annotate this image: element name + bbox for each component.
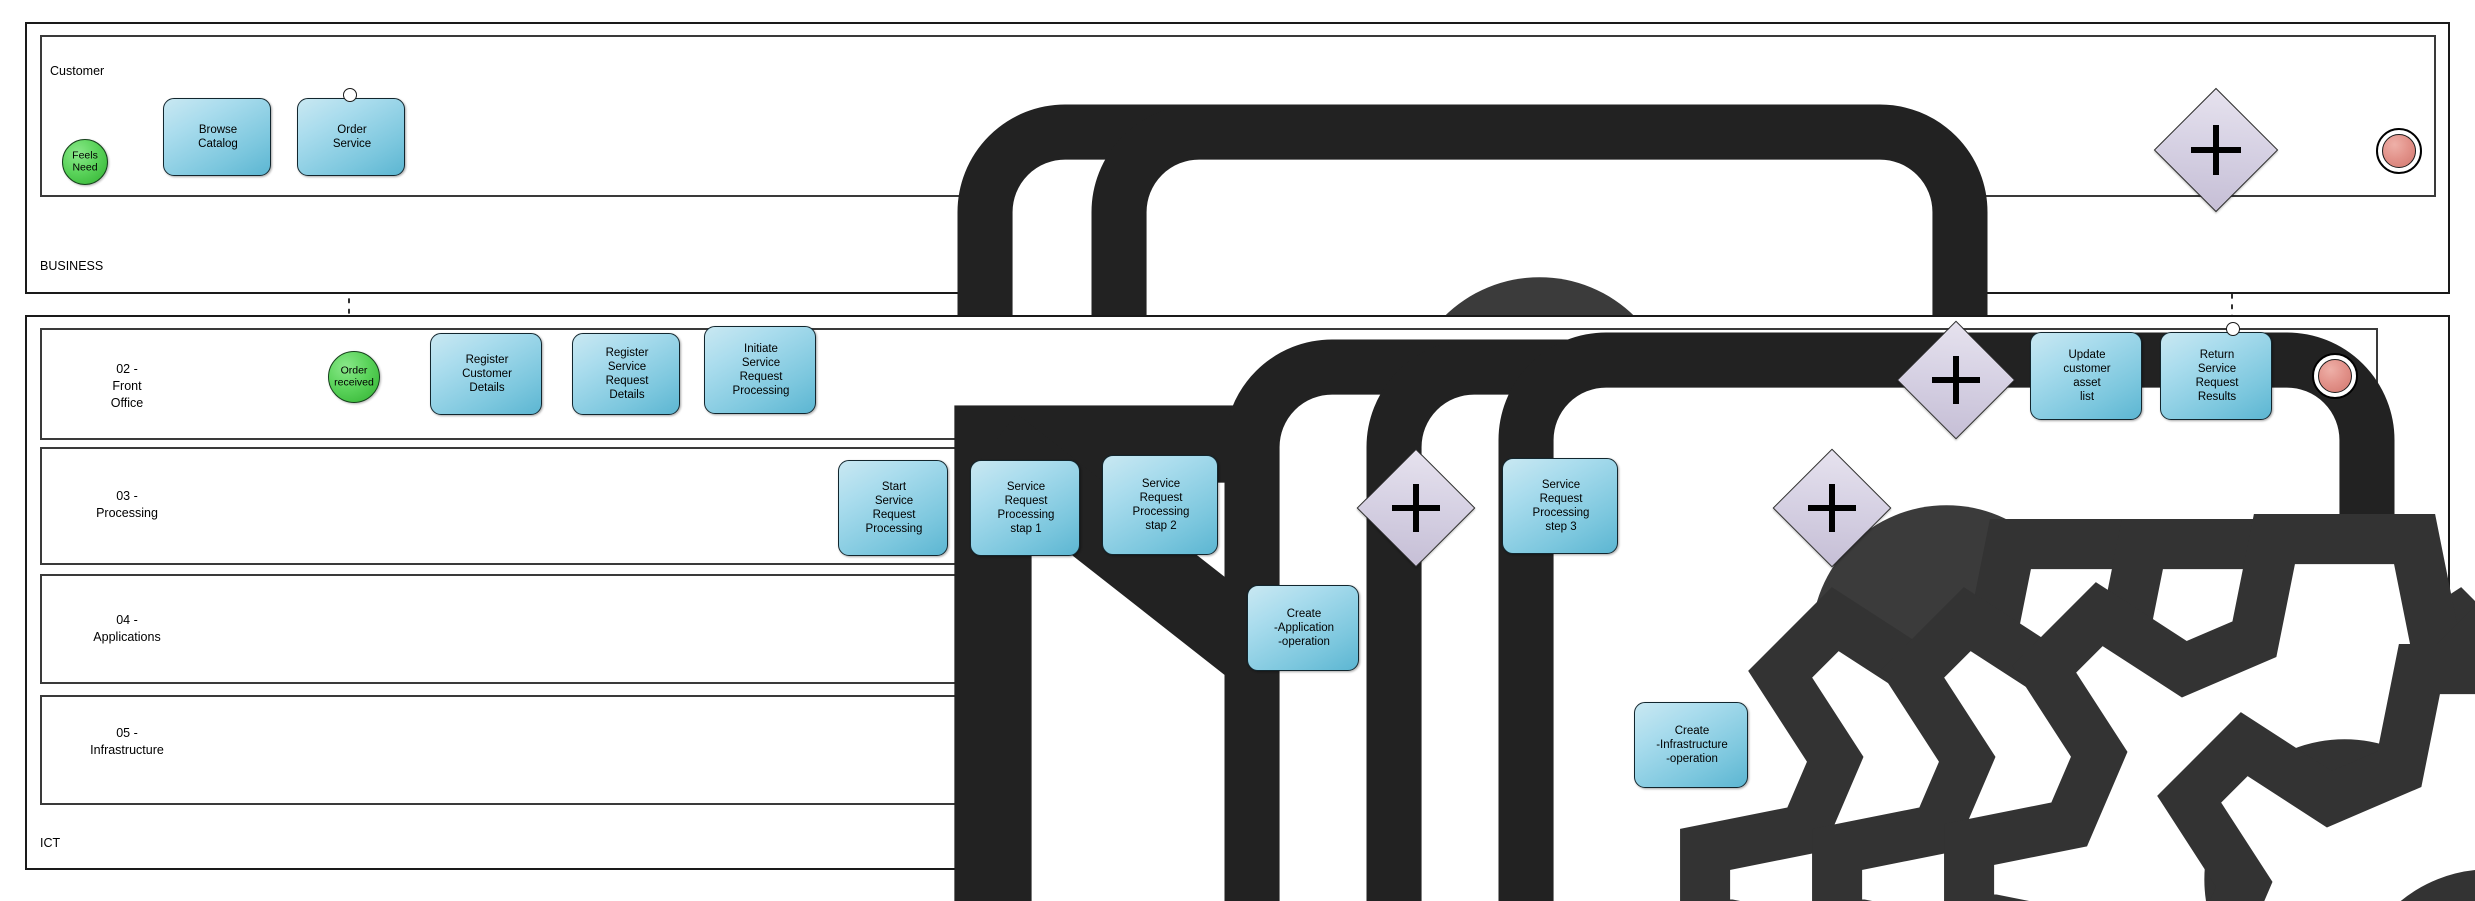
task-start-service-request-processing[interactable]: Start Service Request Processing — [838, 460, 2475, 901]
task-register-customer-details[interactable]: Register Customer Details — [430, 333, 2121, 901]
lane-infrastructure-label: 05 - Infrastructure — [90, 726, 164, 757]
parallel-gateway-plus-icon — [1914, 338, 1998, 422]
gateway-business-join[interactable] — [2153, 87, 2279, 213]
task-service-request-processing-stap-1[interactable]: Service Request Processing stap 1 — [970, 460, 2475, 901]
task-register-customer-details-label: Register Customer Details — [462, 353, 512, 395]
start-event-order-received[interactable]: Order received — [328, 351, 2229, 901]
parallel-gateway-plus-icon — [2172, 106, 2260, 194]
lane-applications-label: 04 - Applications — [93, 613, 161, 644]
task-service-request-processing-step-3[interactable]: Service Request Processing step 3 — [1502, 458, 2475, 901]
task-service-request-processing-stap-2-label: Service Request Processing stap 2 — [1132, 477, 1190, 533]
start-event-feels-need-label: Feels Need — [72, 149, 98, 173]
gateway-front-office-join[interactable] — [1896, 320, 2016, 440]
task-service-request-processing-step-3-label: Service Request Processing step 3 — [1532, 478, 1590, 534]
lane-processing-label: 03 - Processing — [96, 489, 158, 520]
task-service-request-processing-stap-1-label: Service Request Processing stap 1 — [997, 480, 1055, 536]
end-event-inner — [2382, 134, 2416, 168]
task-create-application-operation-label: Create -Application -operation — [1273, 607, 1335, 649]
end-event-business[interactable] — [2376, 128, 2422, 174]
task-start-service-request-processing-label: Start Service Request Processing — [865, 480, 923, 536]
parallel-gateway-plus-icon — [1374, 466, 1458, 550]
task-register-service-request-details-label: Register Service Request Details — [605, 346, 649, 402]
end-event-ict[interactable] — [2312, 353, 2358, 399]
pool-business-label: BUSINESS — [40, 259, 104, 273]
task-update-customer-asset-list-label: Update customer asset list — [2063, 348, 2111, 404]
service-task-gear-icon — [975, 464, 2475, 901]
task-create-infrastructure-operation[interactable]: Create -Infrastructure -operation — [1634, 702, 1748, 788]
user-task-icon — [168, 102, 1854, 901]
task-browse-catalog-label: Browse Catalog — [198, 123, 238, 150]
task-initiate-service-request-processing[interactable]: Initiate Service Request Processing — [704, 326, 2395, 901]
task-register-service-request-details[interactable]: Register Service Request Details — [572, 333, 2263, 901]
start-event-order-received-label: Order received — [334, 364, 374, 388]
lane-front-office-label: 02 - Front Office — [110, 362, 144, 410]
service-task-gear-icon — [843, 464, 2475, 901]
task-create-application-operation[interactable]: Create -Application -operation — [1247, 585, 2475, 901]
end-event-inner — [2318, 359, 2352, 393]
task-order-service[interactable]: Order Service — [297, 98, 1988, 901]
service-task-gear-icon — [1107, 459, 2475, 901]
task-create-infrastructure-operation-label: Create -Infrastructure -operation — [1656, 724, 1728, 766]
pool-ict-label: ICT — [40, 836, 61, 850]
start-event-feels-need[interactable]: Feels Need — [62, 139, 108, 185]
message-send-marker-return-results — [2226, 322, 2240, 336]
task-order-service-label: Order Service — [332, 123, 372, 150]
user-task-icon — [435, 337, 2121, 901]
task-initiate-service-request-processing-label: Initiate Service Request Processing — [732, 342, 790, 398]
task-browse-catalog[interactable]: Browse Catalog — [163, 98, 1854, 901]
lane-customer-label: Customer — [50, 64, 105, 78]
service-task-gear-icon — [1507, 462, 2475, 901]
parallel-gateway-plus-icon — [1790, 466, 1874, 550]
task-service-request-processing-stap-2[interactable]: Service Request Processing stap 2 — [1102, 455, 2475, 901]
user-task-icon — [302, 102, 1988, 901]
gateway-processing-join-1[interactable] — [1356, 448, 1476, 568]
task-update-customer-asset-list[interactable]: Update customer asset list — [2030, 332, 2142, 420]
gateway-processing-join-2[interactable] — [1772, 448, 1892, 568]
task-return-service-request-results-label: Return Service Request Results — [2195, 348, 2239, 404]
service-task-gear-icon — [1639, 706, 1656, 722]
service-task-gear-icon — [1252, 589, 2475, 901]
task-return-service-request-results[interactable]: Return Service Request Results — [2160, 332, 2272, 420]
message-send-marker-order-service — [343, 88, 357, 102]
